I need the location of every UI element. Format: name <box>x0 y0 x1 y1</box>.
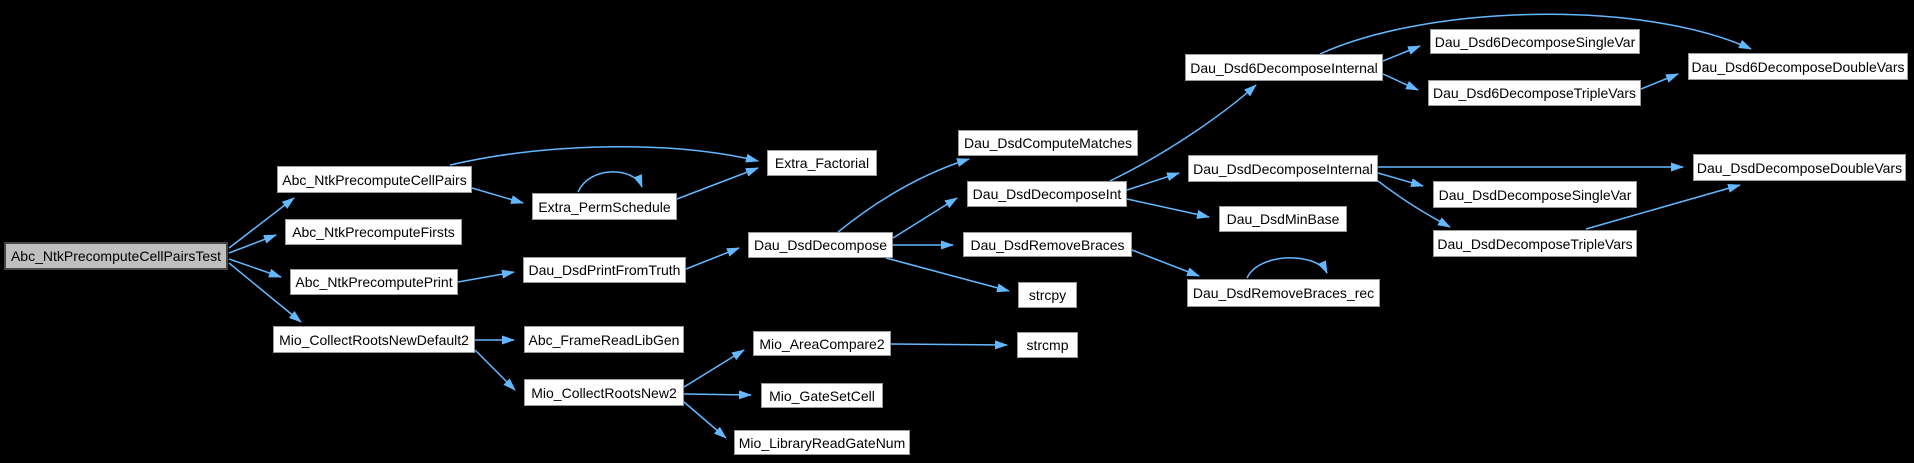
node-d6triplevars[interactable]: Dau_Dsd6DecomposeTripleVars <box>1428 80 1641 106</box>
edge-permsched-to-permsched <box>577 171 643 193</box>
node-minbase[interactable]: Dau_DsdMinBase <box>1219 206 1347 232</box>
node-test: Abc_NtkPrecomputeCellPairsTest <box>4 242 228 270</box>
edge-cellpairs-to-permsched <box>471 187 524 204</box>
edge-test-to-default2 <box>228 262 302 323</box>
edge-removebraces-to-removebraces_rec <box>1131 249 1200 277</box>
node-strcpy[interactable]: strcpy <box>1018 282 1077 308</box>
node-computematches[interactable]: Dau_DsdComputeMatches <box>958 130 1138 156</box>
node-print[interactable]: Abc_NtkPrecomputePrint <box>290 269 458 295</box>
node-singlevar[interactable]: Dau_DsdDecomposeSingleVar <box>1433 181 1637 208</box>
node-d6singlevar[interactable]: Dau_Dsd6DecomposeSingleVar <box>1430 29 1640 54</box>
edge-test-to-firsts <box>228 234 277 254</box>
edge-printtruth-to-decompose <box>685 247 740 270</box>
edge-removebraces_rec-to-removebraces_rec <box>1246 257 1328 279</box>
edge-collectnew2-to-areacompare2 <box>683 349 745 388</box>
edge-permsched-to-factorial <box>676 167 759 200</box>
node-firsts[interactable]: Abc_NtkPrecomputeFirsts <box>285 219 462 245</box>
edge-test-to-print <box>228 258 282 278</box>
edge-internal-to-singlevar <box>1377 172 1424 187</box>
node-framereadlibgen[interactable]: Abc_FrameReadLibGen <box>524 326 684 353</box>
edge-d6internal-to-d6singlevar <box>1382 45 1421 62</box>
node-triplevars[interactable]: Dau_DsdDecomposeTripleVars <box>1433 230 1637 257</box>
edge-collectnew2-to-gatesetcell <box>683 390 752 400</box>
edge-decomposeint-to-internal <box>1126 172 1180 191</box>
edge-d6internal-to-d6triplevars <box>1382 73 1419 91</box>
node-gatesetcell[interactable]: Mio_GateSetCell <box>761 383 883 408</box>
edge-decomposeint-to-d6internal <box>1109 84 1257 182</box>
node-factorial[interactable]: Extra_Factorial <box>767 150 877 176</box>
edge-default2-to-collectnew2 <box>474 349 516 391</box>
node-permsched[interactable]: Extra_PermSchedule <box>532 193 677 220</box>
node-decomposeint[interactable]: Dau_DsdDecomposeInt <box>967 181 1127 207</box>
edge-decomposeint-to-minbase <box>1126 198 1210 219</box>
node-decompose[interactable]: Dau_DsdDecompose <box>748 232 893 258</box>
edge-print-to-printtruth <box>457 269 515 283</box>
edge-d6triplevars-to-d6doublevars <box>1640 73 1679 90</box>
edge-internal-to-triplevars <box>1377 180 1451 228</box>
node-d6doublevars[interactable]: Dau_Dsd6DecomposeDoubleVars <box>1688 53 1908 80</box>
node-areacompare2[interactable]: Mio_AreaCompare2 <box>753 331 891 356</box>
node-d6internal[interactable]: Dau_Dsd6DecomposeInternal <box>1185 54 1383 81</box>
edge-group <box>228 13 1752 439</box>
edge-cellpairs-to-factorial <box>449 146 759 166</box>
edge-decompose-to-computematches <box>837 158 970 233</box>
node-printtruth[interactable]: Dau_DsdPrintFromTruth <box>523 257 686 283</box>
node-default2[interactable]: Mio_CollectRootsNewDefault2 <box>273 326 475 353</box>
edge-test-to-cellpairs <box>228 197 295 249</box>
edge-areacompare2-to-strcmp <box>890 340 1008 350</box>
node-removebraces_rec[interactable]: Dau_DsdRemoveBraces_rec <box>1187 279 1380 307</box>
node-libreadgatenum[interactable]: Mio_LibraryReadGateNum <box>734 430 910 455</box>
edge-triplevars-to-doublevars <box>1585 183 1741 230</box>
edge-decompose-to-decomposeint <box>892 197 958 239</box>
node-strcmp[interactable]: strcmp <box>1017 332 1078 358</box>
edge-collectnew2-to-libreadgatenum <box>683 401 727 439</box>
node-collectnew2[interactable]: Mio_CollectRootsNew2 <box>524 379 684 406</box>
node-cellpairs[interactable]: Abc_NtkPrecomputeCellPairs <box>277 166 472 193</box>
node-doublevars[interactable]: Dau_DsdDecomposeDoubleVars <box>1693 154 1906 181</box>
edge-d6internal-to-d6doublevars <box>1319 13 1752 55</box>
edge-decompose-to-strcpy <box>885 257 1010 293</box>
node-removebraces[interactable]: Dau_DsdRemoveBraces <box>963 232 1132 257</box>
node-internal[interactable]: Dau_DsdDecomposeInternal <box>1188 155 1378 182</box>
